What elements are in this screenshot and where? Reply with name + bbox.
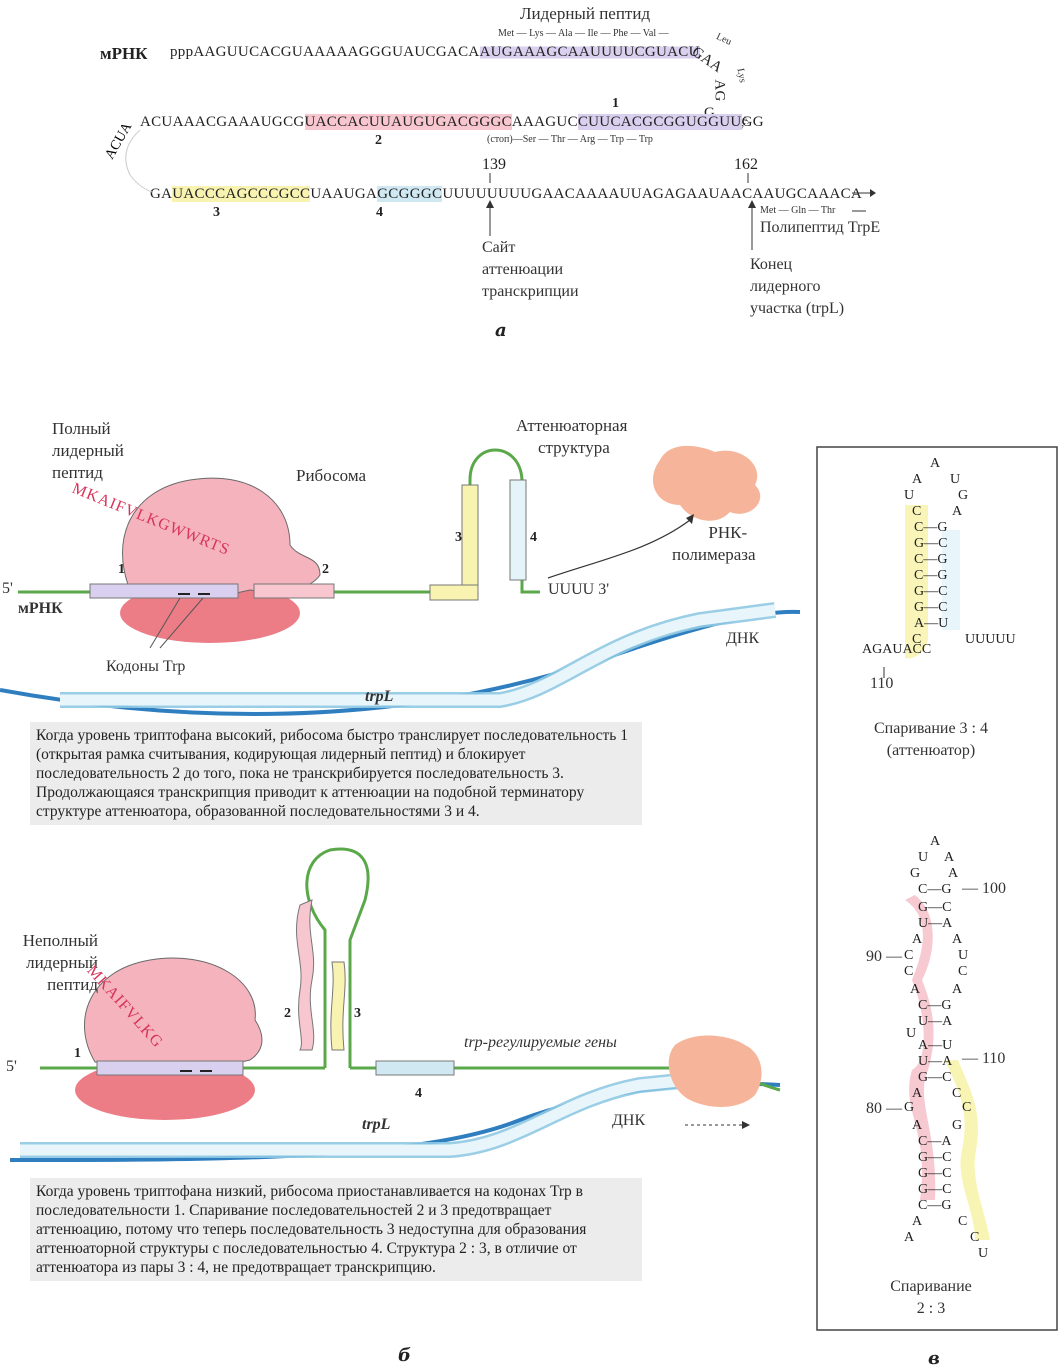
segment-4-low — [375, 1060, 455, 1076]
hairpin2-pos-110: — 110 — [962, 1050, 1006, 1067]
dna-trpl-band-inner — [60, 604, 776, 706]
seg1-label-low: 1 — [74, 1046, 81, 1061]
segment-3-low — [330, 961, 346, 1051]
trpl-label-low: trpL — [362, 1116, 391, 1133]
trpe-polypeptide-label: Полипептид TrpE — [760, 219, 881, 236]
dna-label-high: ДНК — [726, 630, 760, 647]
seg3-label-low: 3 — [354, 1006, 361, 1021]
seq-line3-mid: UAAUGA — [310, 186, 378, 202]
polymerase-release-arrow — [547, 519, 691, 579]
panel-v-letter: в — [928, 1348, 940, 1369]
seq-5prime: pppAAGUUCACGUAAAAAGGGUAUCGACA — [170, 44, 480, 60]
segment-3-high — [461, 484, 479, 586]
hairpin2-pos-100: — 100 — [962, 880, 1006, 897]
ribosome-top-low — [84, 957, 263, 1069]
seq-line2-right: GG — [741, 114, 764, 130]
trp-codons-label: Кодоны Trp — [106, 658, 186, 675]
seq-region-1: CUUCACGCGGUGGUU — [577, 114, 742, 130]
hairpin-2-3-loop — [305, 847, 370, 1068]
codon-pointer-2 — [159, 597, 204, 649]
seq-line2-left: ACUAAACGAAAUGCG — [140, 114, 305, 130]
hairpin2-caption: Спаривание 2 : 3 — [890, 1278, 972, 1317]
sequence-line-1: pppAAGUUCACGUAAAAAGGGUAUCGACAAUGAAAGCAAU… — [170, 44, 700, 61]
caption-high-trp: Когда уровень триптофана высокий, рибосо… — [30, 722, 642, 825]
hairpin2-pos-80: 80 — — [866, 1100, 902, 1117]
region-3-label: 3 — [213, 205, 220, 220]
seg4-label-low: 4 — [415, 1086, 422, 1101]
seq-arrowhead — [870, 189, 876, 197]
hairpin1-tail-left: AGAUACC — [862, 642, 932, 657]
seq-region-3: UACCCAGCCCGCC — [172, 186, 311, 202]
trpl-label-high: trpL — [365, 688, 394, 705]
segment-1-low — [96, 1060, 244, 1076]
leader-peptide-aa-bottom: (стоп)—Ser — Thr — Arg — Trp — Trp — [487, 134, 653, 145]
hairpin1-region4 — [942, 530, 960, 630]
segment-4-high — [509, 479, 527, 581]
hairpin2-pos-90: 90 — — [866, 948, 902, 965]
position-162: 162 — [734, 156, 758, 173]
uuuu-tail: UUUU 3' — [548, 581, 610, 598]
segment-1-high — [89, 583, 239, 599]
panel-b-letter: б — [398, 1345, 411, 1366]
leader-peptide-aa-top: Met — Lys — Ala — Ile — Phe — Val — — [498, 28, 669, 39]
hairpin2-region2 — [905, 895, 936, 1200]
rna-polymerase-low — [668, 1035, 762, 1107]
seq-line3-rest: UUUUUUUUGAACAAAAUUAGAGAAUAACAAUGCAAACA — [442, 186, 863, 202]
caption-low-trp: Когда уровень триптофана низкий, рибосом… — [30, 1178, 642, 1281]
seq-line2-mid: AAAGUC — [511, 114, 578, 130]
panel-v-box — [816, 446, 1058, 1331]
position-139: 139 — [482, 156, 506, 173]
mrna-label: мРНК — [100, 44, 148, 63]
seq-line3-left: GA — [150, 186, 173, 202]
seg4-label-high: 4 — [530, 530, 537, 545]
panel-a-letter: а — [495, 320, 507, 341]
seq-region-2: UACCACUUAUGUGACGGGC — [304, 114, 512, 130]
hairpin2-region3 — [945, 1060, 990, 1240]
segment-2-high — [253, 583, 335, 599]
hairpin1-caption: Спаривание 3 : 4 (аттенюатор) — [873, 720, 988, 759]
trpe-peptide-aa: Met — Gln — Thr — [760, 205, 836, 216]
rna-polymerase-label: РНК- полимераза — [672, 523, 756, 564]
incomplete-leader-peptide-label: Неполный лидерный пептид — [22, 931, 98, 994]
seg2-label-low: 2 — [284, 1006, 291, 1021]
seg2-label-high: 2 — [322, 562, 329, 577]
mrna-label-high: мРНК — [18, 600, 63, 617]
rna-polymerase-high — [652, 445, 761, 521]
region-2-label: 2 — [375, 133, 382, 148]
seq-leader-start: AUGAAAGCAAUUUUCGUACU — [479, 44, 700, 60]
seg1-label-high: 1 — [118, 562, 125, 577]
hairpin1-region3 — [905, 505, 928, 659]
hairpin1-position-110: 110 — [870, 675, 894, 692]
leader-end-label: Конец лидерного участка (trpL) — [750, 256, 845, 317]
attenuation-site-label: Сайт аттенюации транскрипции — [482, 239, 579, 300]
attenuator-structure-label: Аттенюаторная структура — [516, 416, 628, 457]
dna-label-low: ДНК — [612, 1112, 646, 1129]
seq-region-4: GCGGGC — [377, 186, 443, 202]
sequence-line-3: GAUACCCAGCCCGCCUAAUGAGCGGGCUUUUUUUUGAACA… — [150, 186, 862, 203]
attenuation-arrowhead — [486, 200, 494, 208]
leader-end-arrowhead — [748, 200, 756, 208]
five-prime-low: 5' — [6, 1058, 17, 1075]
region-4-label: 4 — [376, 205, 383, 220]
leader-peptide-title: Лидерный пептид — [520, 4, 651, 23]
full-leader-peptide-label: Полный лидерный пептид — [52, 419, 124, 482]
codon-pointer-1 — [149, 597, 181, 649]
segment-2-low — [296, 899, 315, 1051]
hairpin1-tail-right: UUUUU — [965, 632, 1016, 647]
trp-regulated-genes-label: trp-регулируемые гены — [464, 1034, 617, 1051]
region-1-label: 1 — [612, 96, 619, 111]
five-prime-high: 5' — [2, 580, 13, 597]
seq-curve-c: G — [704, 105, 716, 121]
seq-loop-left — [125, 129, 153, 193]
ribosome-label: Рибосома — [296, 466, 367, 485]
sequence-line-2: ACUAAACGAAAUGCGUACCACUUAUGUGACGGGCAAAGUC… — [140, 114, 764, 131]
seg3-label-high: 3 — [455, 530, 462, 545]
